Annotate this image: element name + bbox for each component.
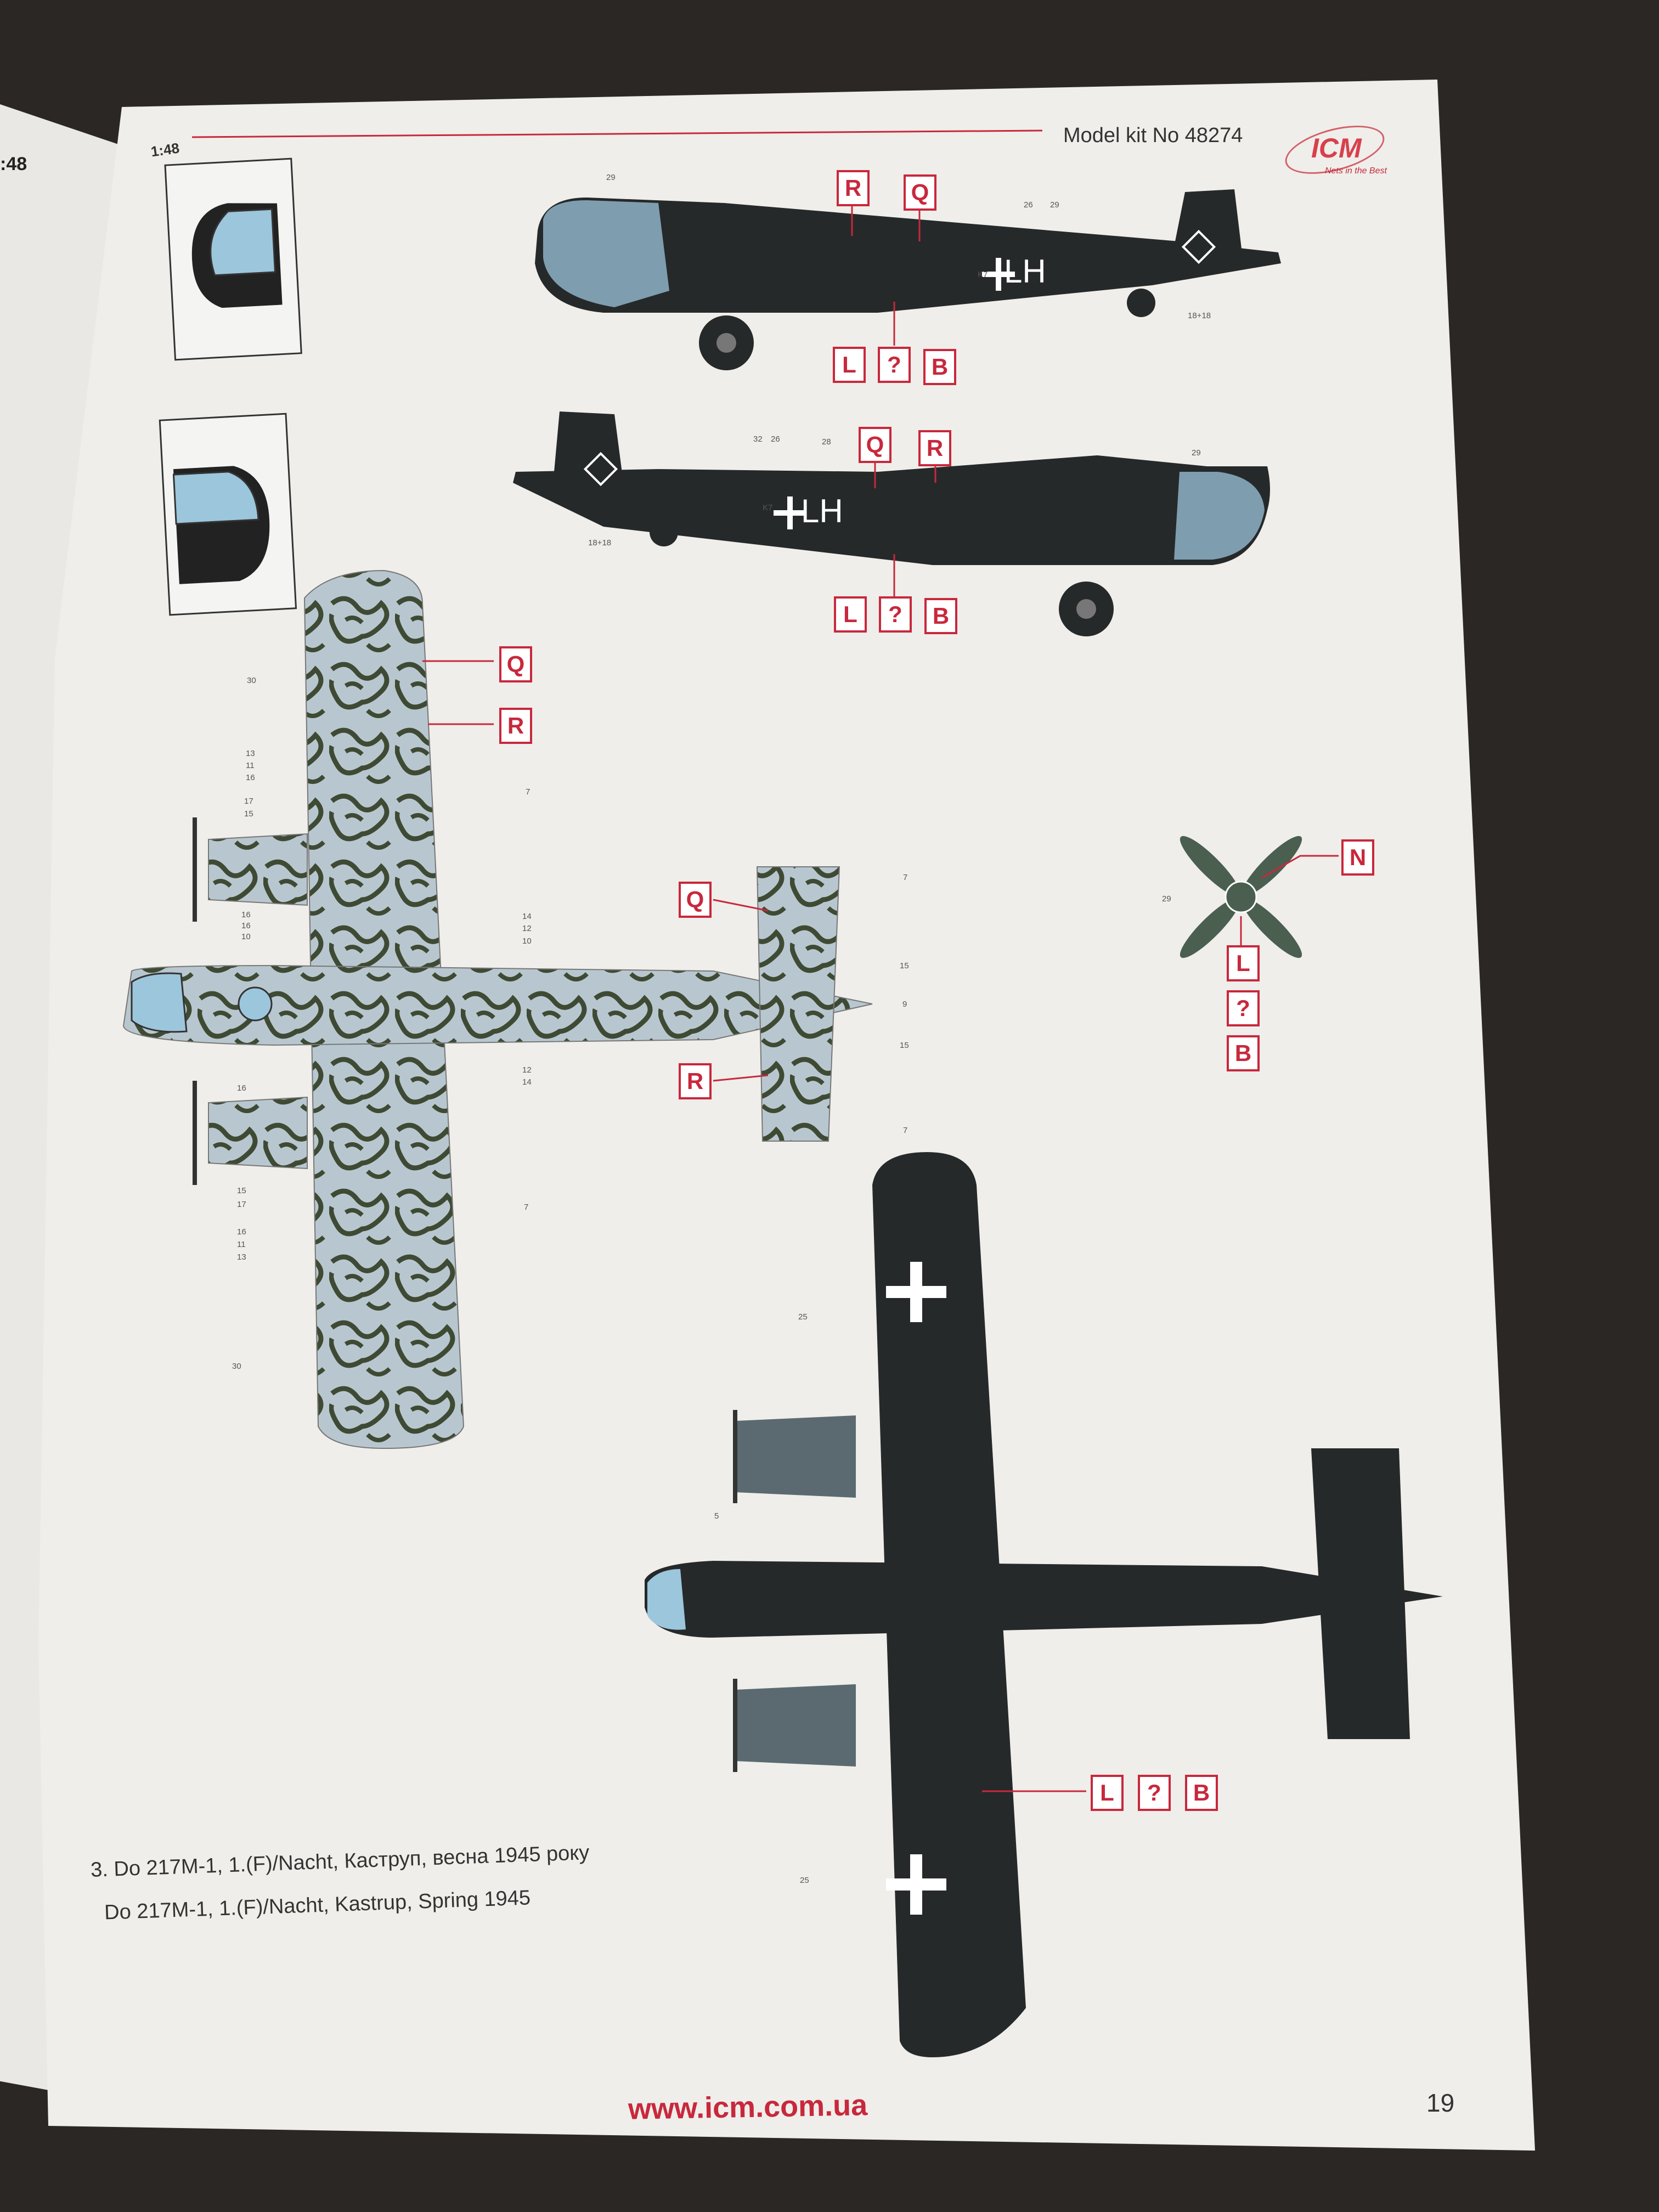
marker-b: B [1227,1035,1260,1071]
svg-text:25: 25 [800,1876,809,1885]
svg-text:15: 15 [900,1041,909,1050]
marker-l: L [833,347,866,383]
svg-text:16: 16 [237,1227,246,1237]
marker-l: L [1227,945,1260,981]
website-link: www.icm.com.ua [628,2089,868,2126]
svg-text:30: 30 [247,676,256,685]
svg-text:18+18: 18+18 [1188,311,1211,320]
side-view-right-profile: LH [513,411,1270,636]
svg-text:29: 29 [1192,448,1201,458]
svg-text:29: 29 [1162,894,1171,904]
marker-question: ? [1227,990,1260,1026]
svg-text:K7: K7 [763,503,772,512]
marker-b: B [1185,1775,1218,1811]
svg-text:16: 16 [246,773,255,782]
marker-question: ? [879,596,912,633]
svg-text:16: 16 [241,921,251,930]
svg-text:K7: K7 [978,270,988,279]
marker-n: N [1341,839,1374,876]
upper-view-camo [122,569,873,1449]
svg-text:17: 17 [244,797,253,806]
svg-text:7: 7 [526,787,530,797]
svg-text:7: 7 [903,1126,907,1135]
icm-logo: ICM Nets in the Best [1280,116,1390,183]
svg-text:14: 14 [522,1077,532,1087]
page-number: 19 [1426,2089,1455,2117]
side-view-left-profile: LH [535,189,1281,370]
svg-text:12: 12 [522,924,532,933]
svg-text:29: 29 [1050,200,1059,210]
nose-inset-1 [164,157,302,361]
marker-question: ? [878,347,911,383]
svg-text:25: 25 [798,1312,808,1322]
marker-leader-lines [422,206,1339,1792]
marker-r: R [837,170,870,206]
marker-l: L [1091,1775,1124,1811]
svg-text:13: 13 [246,749,255,758]
svg-text:32: 32 [753,435,763,444]
marker-q: Q [499,646,532,682]
marker-l: L [834,596,867,633]
svg-text:10: 10 [522,936,532,946]
marker-r: R [679,1063,712,1099]
svg-text:18+18: 18+18 [588,538,611,548]
svg-text:17: 17 [237,1200,246,1209]
svg-text:15: 15 [900,961,909,970]
callout-numbers: 29 26 29 18+18 K7 32 26 28 29 18+18 K7 3… [232,173,1211,1885]
svg-text:7: 7 [903,873,907,882]
fuselage-code: LH [801,493,843,529]
svg-text:9: 9 [902,1000,907,1009]
header-rule [191,129,1043,138]
svg-text:26: 26 [1024,200,1033,210]
marker-q: Q [904,174,936,211]
marker-b: B [923,349,956,385]
left-page-scale: :48 [0,154,27,174]
marker-r: R [499,708,532,744]
marker-q: Q [859,427,891,463]
svg-text:13: 13 [237,1252,246,1262]
svg-text:26: 26 [771,435,780,444]
svg-text:29: 29 [606,173,616,182]
svg-text:5: 5 [714,1511,719,1521]
kit-number: Model kit No 48274 [1063,124,1243,147]
svg-text:16: 16 [241,910,251,919]
svg-text:15: 15 [244,809,253,819]
svg-text:30: 30 [232,1362,241,1371]
propeller-diagram [1180,836,1302,958]
svg-text:11: 11 [246,761,255,770]
svg-text:28: 28 [822,437,831,447]
marker-question: ? [1138,1775,1171,1811]
lower-view-dark [645,1152,1443,2057]
svg-text:14: 14 [522,912,532,921]
marker-b: B [924,598,957,634]
fuselage-code: LH [1004,253,1046,290]
svg-text:7: 7 [524,1203,528,1212]
svg-text:11: 11 [237,1240,246,1249]
nose-inset-2 [159,413,297,616]
svg-text:10: 10 [241,932,251,941]
svg-text:12: 12 [522,1065,532,1075]
svg-text:16: 16 [237,1084,246,1093]
svg-text:15: 15 [237,1186,246,1195]
marker-q: Q [679,882,712,918]
marker-r: R [918,430,951,466]
